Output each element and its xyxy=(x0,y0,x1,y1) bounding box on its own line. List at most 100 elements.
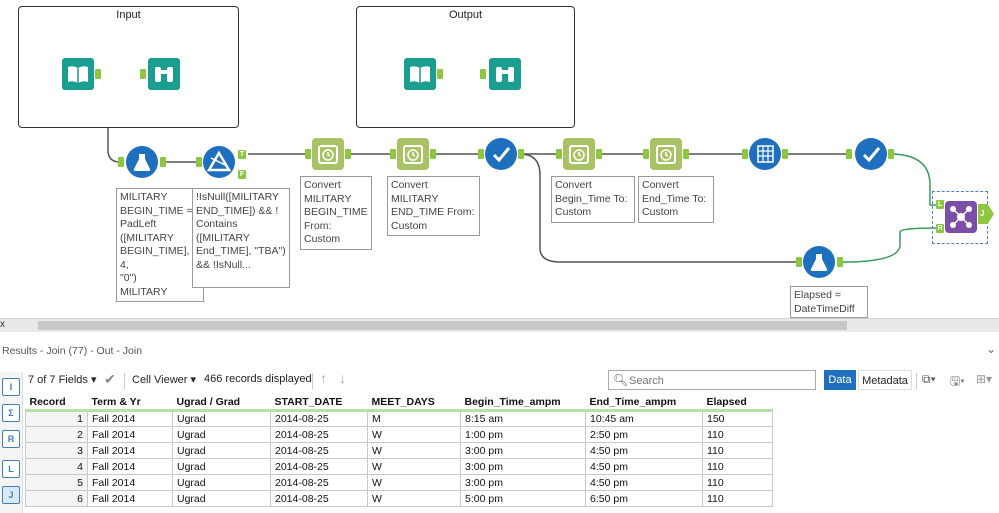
table-cell[interactable]: W xyxy=(367,474,461,491)
multi-field-tool[interactable] xyxy=(749,138,781,170)
table-cell[interactable]: W xyxy=(367,458,461,475)
table-cell[interactable]: 3:00 pm xyxy=(460,458,586,475)
add-icon[interactable]: ⊞▾ xyxy=(976,372,993,386)
table-cell[interactable]: Ugrad xyxy=(172,426,271,443)
record-cell[interactable]: 1 xyxy=(25,410,88,427)
column-header[interactable]: Ugrad / Grad xyxy=(172,395,271,412)
table-cell[interactable]: 110 xyxy=(702,474,773,491)
table-cell[interactable]: 110 xyxy=(702,458,773,475)
arrow-up-icon[interactable]: ↑ xyxy=(320,370,327,386)
table-cell[interactable]: 5:00 pm xyxy=(460,490,586,507)
join-anchor-button[interactable]: J xyxy=(2,486,20,504)
datetime-tool[interactable] xyxy=(312,138,344,170)
input-data-tool[interactable] xyxy=(404,58,436,90)
table-cell[interactable]: Ugrad xyxy=(172,410,271,427)
table-cell[interactable]: 150 xyxy=(702,410,773,427)
table-cell[interactable]: M xyxy=(367,410,461,427)
table-cell[interactable]: W xyxy=(367,442,461,459)
copy-icon[interactable]: ⧉▾ xyxy=(922,372,936,386)
left-anchor[interactable]: L xyxy=(936,200,944,209)
sum-anchor-button[interactable]: Σ xyxy=(2,404,20,422)
output-container[interactable]: Output xyxy=(356,6,575,128)
true-anchor[interactable]: T xyxy=(238,150,246,159)
table-cell[interactable]: 4:50 pm xyxy=(585,442,703,459)
arrow-down-icon[interactable]: ↓ xyxy=(339,370,346,386)
table-cell[interactable]: 2014-08-25 xyxy=(270,474,368,491)
right-anchor[interactable]: R xyxy=(936,224,944,233)
chevron-down-icon[interactable]: ⌄ xyxy=(985,342,996,356)
table-cell[interactable]: 2014-08-25 xyxy=(270,458,368,475)
column-header[interactable]: Elapsed xyxy=(702,395,773,412)
false-anchor[interactable]: F xyxy=(238,170,246,179)
table-cell[interactable]: 10:45 am xyxy=(585,410,703,427)
record-cell[interactable]: 5 xyxy=(25,474,88,491)
table-cell[interactable]: Fall 2014 xyxy=(87,410,173,427)
table-cell[interactable]: Fall 2014 xyxy=(87,474,173,491)
table-cell[interactable]: 110 xyxy=(702,442,773,459)
datetime-tool[interactable] xyxy=(563,138,595,170)
input-anchor-button[interactable]: I xyxy=(2,378,20,396)
browse-tool[interactable] xyxy=(148,58,180,90)
column-header[interactable]: Term & Yr xyxy=(87,395,173,412)
table-cell[interactable]: Ugrad xyxy=(172,458,271,475)
horizontal-scrollbar[interactable]: x xyxy=(0,318,999,332)
input-container[interactable]: Input xyxy=(18,6,239,128)
table-cell[interactable]: 6:50 pm xyxy=(585,490,703,507)
formula-tool[interactable] xyxy=(803,246,835,278)
search-input[interactable] xyxy=(629,373,809,388)
record-cell[interactable]: 4 xyxy=(25,458,88,475)
table-cell[interactable]: Ugrad xyxy=(172,442,271,459)
checkmark-icon[interactable]: ✔ xyxy=(104,371,116,387)
data-button[interactable]: Data xyxy=(824,370,856,390)
table-cell[interactable]: Fall 2014 xyxy=(87,458,173,475)
table-cell[interactable]: W xyxy=(367,426,461,443)
scrollbar-thumb[interactable] xyxy=(38,321,847,330)
select-tool[interactable] xyxy=(855,138,887,170)
join-tool[interactable] xyxy=(945,201,977,233)
record-cell[interactable]: 6 xyxy=(25,490,88,507)
table-cell[interactable]: 3:00 pm xyxy=(460,442,586,459)
table-cell[interactable]: 2:50 pm xyxy=(585,426,703,443)
input-data-tool[interactable] xyxy=(62,58,94,90)
table-cell[interactable]: Ugrad xyxy=(172,490,271,507)
table-cell[interactable]: Fall 2014 xyxy=(87,426,173,443)
datetime-tool[interactable] xyxy=(650,138,682,170)
column-header[interactable]: Begin_Time_ampm xyxy=(460,395,586,412)
table-cell[interactable]: 4:50 pm xyxy=(585,474,703,491)
close-icon[interactable]: x xyxy=(0,319,5,330)
column-header[interactable]: Record xyxy=(25,395,88,412)
select-tool[interactable] xyxy=(485,138,517,170)
filter-tool[interactable] xyxy=(203,146,235,178)
save-icon[interactable]: 🖫︎▾ xyxy=(950,374,965,388)
metadata-button[interactable]: Metadata xyxy=(858,370,912,390)
table-cell[interactable]: 3:00 pm xyxy=(460,474,586,491)
workflow-canvas[interactable]: Input Output xyxy=(0,0,999,318)
join-output-anchor[interactable]: J xyxy=(978,204,994,224)
record-cell[interactable]: 2 xyxy=(25,426,88,443)
fields-dropdown[interactable]: 7 of 7 Fields ▾ xyxy=(28,373,97,386)
right-anchor-button[interactable]: R xyxy=(2,430,20,448)
table-cell[interactable]: 2014-08-25 xyxy=(270,490,368,507)
table-cell[interactable]: W xyxy=(367,490,461,507)
table-cell[interactable]: 4:50 pm xyxy=(585,458,703,475)
table-cell[interactable]: 110 xyxy=(702,490,773,507)
table-cell[interactable]: 110 xyxy=(702,426,773,443)
table-cell[interactable]: Fall 2014 xyxy=(87,442,173,459)
table-cell[interactable]: Ugrad xyxy=(172,474,271,491)
datetime-tool[interactable] xyxy=(397,138,429,170)
table-cell[interactable]: 8:15 am xyxy=(460,410,586,427)
search-field[interactable]: 🔍︎ xyxy=(608,370,816,390)
table-cell[interactable]: 2014-08-25 xyxy=(270,410,368,427)
table-cell[interactable]: 2014-08-25 xyxy=(270,426,368,443)
table-cell[interactable]: 2014-08-25 xyxy=(270,442,368,459)
column-header[interactable]: START_DATE xyxy=(270,395,368,412)
cell-viewer-dropdown[interactable]: Cell Viewer ▾ xyxy=(132,373,196,386)
browse-tool[interactable] xyxy=(489,58,521,90)
column-header[interactable]: MEET_DAYS xyxy=(367,395,461,412)
